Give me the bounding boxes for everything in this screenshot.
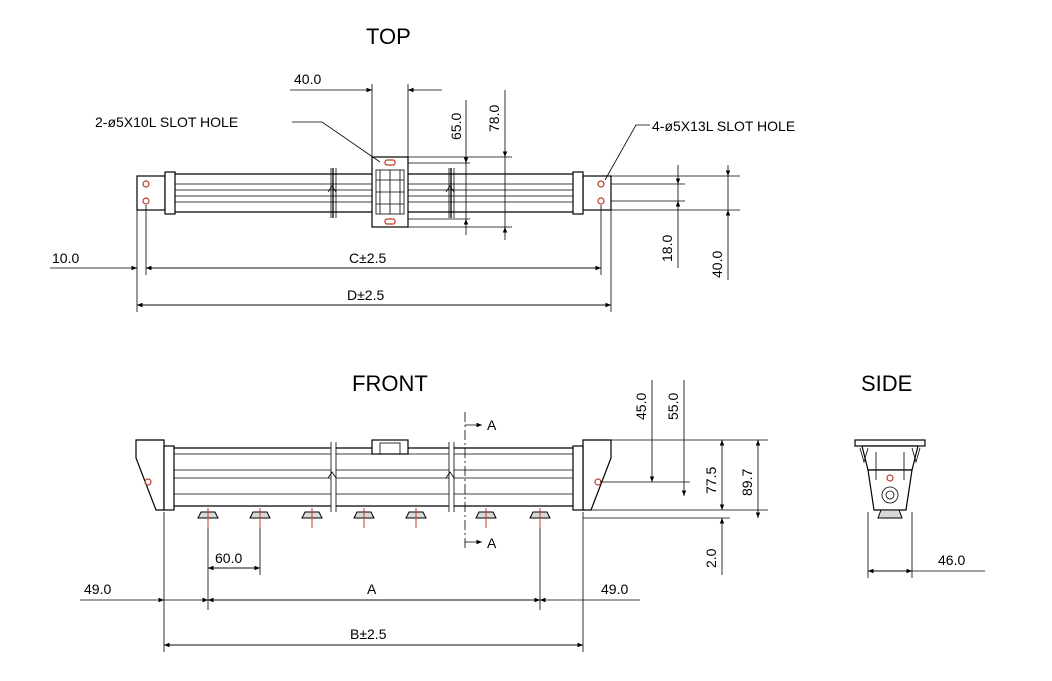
callout-center-slot: 2-ø5X10L SLOT HOLE xyxy=(95,114,238,130)
foot-4 xyxy=(353,508,375,528)
dim-front-49-left-label: 49.0 xyxy=(84,581,111,597)
front-break-marks xyxy=(327,442,455,512)
top-right-cap xyxy=(572,171,584,215)
callout-end-slot: 4-ø5X13L SLOT HOLE xyxy=(652,118,795,134)
front-rails xyxy=(174,447,573,507)
side-upper-body xyxy=(861,445,919,471)
dim-top-40v-label: 40.0 xyxy=(709,251,725,278)
foot-3 xyxy=(301,508,323,528)
top-view-title: TOP xyxy=(366,24,411,49)
top-center-carriage xyxy=(371,156,409,228)
front-left-cap xyxy=(163,445,175,511)
top-left-cap xyxy=(164,171,176,215)
dim-top-c-label: C±2.5 xyxy=(349,250,386,266)
top-left-bracket xyxy=(136,175,166,211)
dim-top-18-label: 18.0 xyxy=(659,235,675,262)
section-a-bottom-label: A xyxy=(487,535,497,551)
dim-front-55-label: 55.0 xyxy=(665,393,681,420)
dim-top-10-label: 10.0 xyxy=(52,250,79,266)
side-right-clip xyxy=(911,447,921,464)
dim-front-vertical: 45.0 55.0 77.5 89.7 2.0 xyxy=(583,380,768,575)
dim-top-40: 40.0 xyxy=(290,71,442,157)
dim-top-40-label: 40.0 xyxy=(294,71,321,87)
side-inner-lines xyxy=(875,452,905,480)
dim-front-45-label: 45.0 xyxy=(633,393,649,420)
side-lower-body xyxy=(867,469,913,511)
top-left-hole-1 xyxy=(142,180,150,188)
dim-top-18-40: 18.0 40.0 xyxy=(611,165,740,280)
foot-6 xyxy=(475,508,497,528)
side-top-flange xyxy=(854,439,926,447)
foot-2 xyxy=(249,508,271,528)
side-foot xyxy=(877,509,903,519)
front-feet xyxy=(197,508,551,528)
dim-front-60-label: 60.0 xyxy=(215,550,242,566)
dim-top-d-label: D±2.5 xyxy=(347,287,384,303)
dim-top-78-label: 78.0 xyxy=(486,105,502,132)
section-a-top-label: A xyxy=(487,417,497,433)
front-left-hole xyxy=(144,478,152,486)
front-left-bracket xyxy=(135,439,165,511)
top-view: TOP xyxy=(50,24,795,312)
front-center-inner xyxy=(379,442,401,455)
dim-front-horizontal: 60.0 49.0 A 49.0 B±2.5 xyxy=(80,512,640,652)
dim-front-b-label: B±2.5 xyxy=(350,626,387,642)
dim-side-46-label: 46.0 xyxy=(938,552,965,568)
side-view: SIDE 46.0 xyxy=(854,371,985,578)
foot-7 xyxy=(529,508,551,528)
dim-front-89-7-label: 89.7 xyxy=(739,469,755,496)
dim-front-2-label: 2.0 xyxy=(703,548,719,568)
front-view-title: FRONT xyxy=(352,371,428,396)
front-view: FRONT xyxy=(80,371,768,652)
section-a-line: A A xyxy=(464,412,497,551)
top-break-marks xyxy=(327,168,455,218)
leader-center-slot xyxy=(292,121,381,163)
side-view-title: SIDE xyxy=(861,371,912,396)
dim-top-65-label: 65.0 xyxy=(448,113,464,140)
side-left-clip xyxy=(859,447,869,464)
dim-front-a-label: A xyxy=(367,581,377,597)
dim-front-49-right-label: 49.0 xyxy=(601,581,628,597)
top-left-hole-2 xyxy=(142,197,150,205)
dim-side-46: 46.0 xyxy=(867,512,985,578)
dim-front-77-5-label: 77.5 xyxy=(703,467,719,494)
top-right-hole-2 xyxy=(597,197,605,205)
front-center-block xyxy=(371,439,409,455)
foot-5 xyxy=(405,508,427,528)
front-right-cap xyxy=(572,445,584,511)
side-hole xyxy=(886,474,894,482)
front-right-bracket xyxy=(582,439,612,511)
top-right-hole-1 xyxy=(597,180,605,188)
top-center-slot-1 xyxy=(384,159,396,166)
top-right-bracket xyxy=(582,175,612,211)
side-wheel xyxy=(881,486,899,504)
dim-top-horizontal: 10.0 C±2.5 D±2.5 xyxy=(50,205,612,312)
top-center-slot-2 xyxy=(384,218,396,225)
side-wheel-hub xyxy=(885,490,895,500)
leader-end-slot xyxy=(604,124,650,181)
foot-1 xyxy=(197,508,219,528)
dim-top-65-78: 65.0 78.0 xyxy=(408,90,512,240)
